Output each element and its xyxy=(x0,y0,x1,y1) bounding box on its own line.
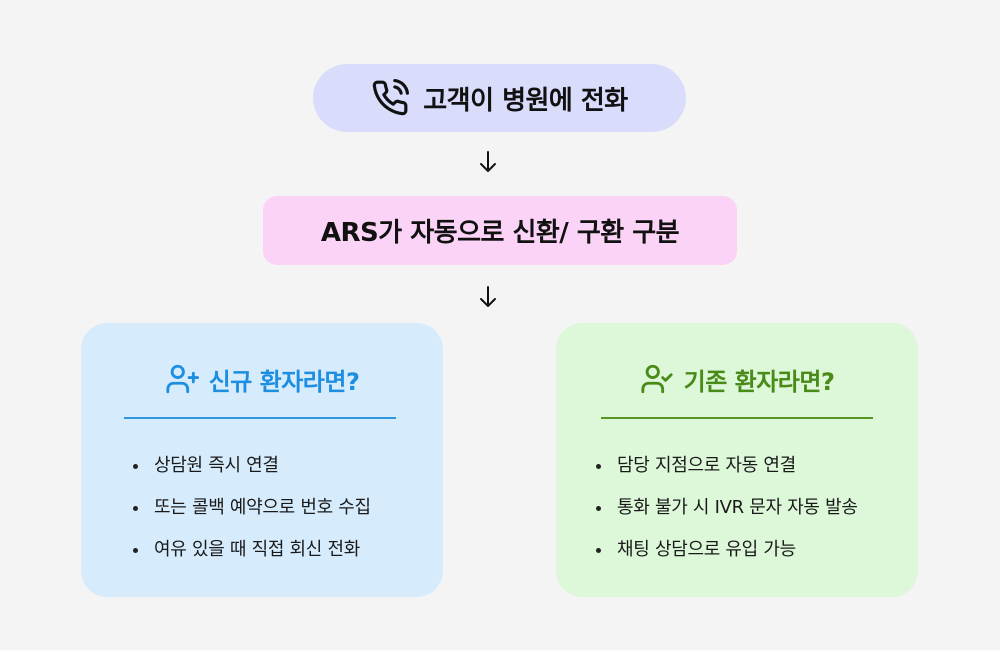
existing-patient-list: 담당 지점으로 자동 연결 통화 불가 시 IVR 문자 자동 발송 채팅 상담… xyxy=(596,445,858,571)
list-item: 상담원 즉시 연결 xyxy=(133,445,371,487)
flow-step-ars: ARS가 자동으로 신환/ 구환 구분 xyxy=(263,196,737,265)
arrow-down-icon xyxy=(478,285,498,309)
new-patient-card: 신규 환자라면? 상담원 즉시 연결 또는 콜백 예약으로 번호 수집 여유 있… xyxy=(81,323,443,597)
flow-step-ars-label: ARS가 자동으로 신환/ 구환 구분 xyxy=(320,218,680,248)
list-item: 담당 지점으로 자동 연결 xyxy=(596,445,858,487)
existing-patient-card: 기존 환자라면? 담당 지점으로 자동 연결 통화 불가 시 IVR 문자 자동… xyxy=(556,323,918,597)
list-item: 채팅 상담으로 유입 가능 xyxy=(596,529,858,571)
existing-patient-card-header: 기존 환자라면? xyxy=(556,359,918,399)
arrow-down-icon xyxy=(478,150,498,174)
divider xyxy=(601,417,873,419)
user-check-icon xyxy=(640,362,674,396)
existing-patient-title: 기존 환자라면? xyxy=(683,367,835,396)
new-patient-list: 상담원 즉시 연결 또는 콜백 예약으로 번호 수집 여유 있을 때 직접 회신… xyxy=(133,445,371,571)
new-patient-card-header: 신규 환자라면? xyxy=(81,359,443,399)
list-item: 통화 불가 시 IVR 문자 자동 발송 xyxy=(596,487,858,529)
new-patient-title: 신규 환자라면? xyxy=(208,367,360,396)
divider xyxy=(124,417,396,419)
flow-step-call-label: 고객이 병원에 전화 xyxy=(423,85,628,116)
list-item: 또는 콜백 예약으로 번호 수집 xyxy=(133,487,371,529)
user-plus-icon xyxy=(165,362,199,396)
list-item: 여유 있을 때 직접 회신 전화 xyxy=(133,529,371,571)
flow-step-call: 고객이 병원에 전화 xyxy=(313,64,686,132)
phone-call-icon xyxy=(371,79,410,117)
